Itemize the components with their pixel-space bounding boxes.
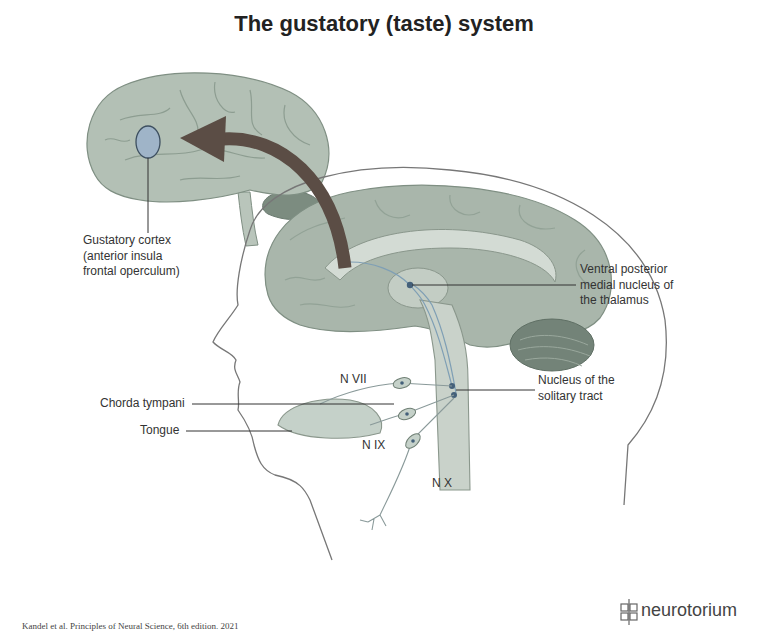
logo-square: [630, 604, 637, 611]
logo-square: [630, 613, 637, 620]
cranial-nerves: [320, 383, 454, 530]
logo-square: [621, 613, 628, 620]
projection-arrow: [222, 139, 345, 268]
brainstem: [420, 300, 470, 490]
nucleus-label: Nucleus of the solitary tract: [538, 373, 633, 404]
arrow-head: [180, 116, 226, 162]
nerve-label: N VII: [340, 372, 367, 388]
region-label: Gustatory cortex (anterior insula fronta…: [83, 233, 198, 280]
nerve-label: N X: [432, 476, 452, 492]
logo-line: [628, 599, 629, 625]
ganglion-dot: [400, 381, 404, 385]
watermark: neurotorium: [641, 599, 737, 622]
ganglion: [392, 376, 412, 390]
ganglion-dot: [405, 412, 409, 416]
ganglion: [403, 431, 423, 451]
logo-square: [621, 604, 628, 611]
ganglion: [397, 406, 417, 422]
nucleus-label: Ventral posterior medial nucleus of the …: [580, 262, 692, 309]
logo-icon: [621, 599, 637, 625]
small-cerebrum: [87, 73, 329, 202]
leader-line: [186, 431, 292, 432]
corpus-callosum: [325, 229, 556, 282]
leader-line: [192, 404, 394, 405]
cerebellum-folia: [518, 335, 590, 366]
ganglion-dot: [411, 439, 415, 443]
gustatory-cortex-marker: [136, 126, 160, 158]
head-outline: [213, 168, 666, 561]
sagittal-brain: [265, 185, 611, 490]
leader-line: [148, 158, 149, 233]
structure-label: Chorda tympani: [100, 396, 185, 412]
nerve-label: N IX: [362, 438, 385, 454]
leader-line: [412, 285, 576, 286]
diagram-title: The gustatory (taste) system: [0, 10, 768, 39]
leader-line: [456, 390, 535, 391]
sulci: [105, 82, 310, 180]
cerebellum: [510, 319, 594, 371]
structure-label: Tongue: [140, 423, 179, 439]
tongue: [278, 399, 382, 438]
source-caption: Kandel et al. Principles of Neural Scien…: [22, 621, 238, 633]
